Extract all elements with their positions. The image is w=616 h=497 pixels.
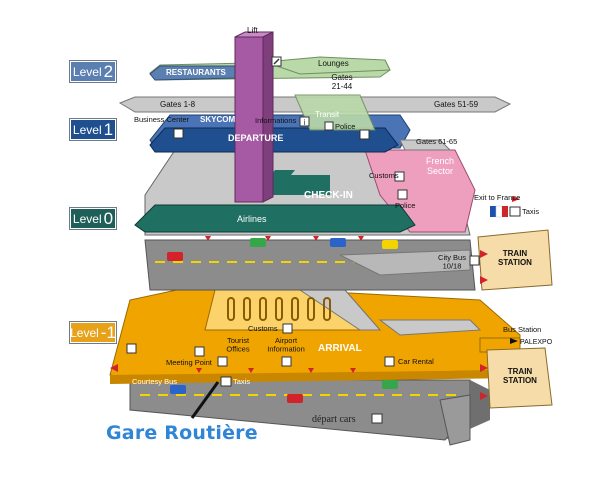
business-center-label: Business Center	[134, 115, 190, 124]
lounges-floor	[264, 56, 391, 75]
ramp-bottom	[439, 394, 471, 446]
taxi-icon	[220, 206, 521, 387]
gates-1-8-label: Gates 1-8	[160, 100, 196, 109]
check-in-label: CHECK-IN	[304, 190, 353, 201]
gates-51-59-label: Gates 51-59	[434, 100, 479, 109]
french-flag-icon	[490, 205, 508, 218]
arrival-label: ARRIVAL	[318, 343, 362, 354]
level-number: 2	[103, 61, 114, 81]
level-word: Level	[72, 64, 102, 79]
meeting-point-label: Meeting Point	[166, 358, 213, 367]
police-label-level0: Police	[395, 201, 415, 210]
exit-to-france-label: Exit to France	[474, 193, 520, 202]
gates-61-65-corridor	[399, 139, 452, 151]
airlines-label: Airlines	[237, 214, 267, 224]
customs-icon	[282, 171, 408, 334]
gare-routiere-label: Gare Routière	[106, 422, 258, 444]
arrow-icon	[110, 236, 488, 400]
restaurants-label: RESTAURANTS	[166, 68, 227, 77]
french-sector	[364, 149, 476, 233]
level-word: Level	[72, 211, 102, 226]
arrival-grey-area	[378, 319, 482, 336]
arrow-icon	[512, 196, 520, 202]
transit-label: Transit	[315, 110, 340, 119]
bus-icon	[371, 255, 480, 424]
lounges-label: Lounges	[318, 59, 349, 68]
lift-side	[262, 31, 274, 203]
bottom-road-side	[445, 380, 490, 440]
courtesy-bus-label: Courtesy Bus	[132, 377, 177, 386]
level-word: Level	[70, 325, 99, 340]
lounge-icon	[271, 56, 282, 67]
departure-label: DEPARTURE	[228, 133, 283, 143]
airlines-bar	[134, 204, 416, 233]
meeting-point-icon	[126, 343, 292, 367]
car-rental-icon	[384, 356, 395, 367]
police-label-level1: Police	[335, 122, 355, 131]
gates-61-65-label: Gates 61-65	[416, 137, 457, 146]
arrow-icon	[510, 338, 518, 344]
car-rental-label: Car Rental	[398, 357, 434, 366]
lift-label: Lift	[247, 26, 258, 35]
customs-label-arrival: Customs	[248, 324, 278, 333]
level-number: -1	[100, 322, 116, 342]
arrival-floor-edge	[110, 370, 520, 384]
baggage-carousels	[227, 297, 331, 321]
informations-label: Informations	[255, 116, 297, 125]
lift-icon	[173, 128, 370, 140]
info-icon: i	[299, 116, 310, 127]
departure-bar	[149, 127, 399, 153]
skycom-label: SKYCOM	[200, 115, 235, 124]
police-icon	[324, 121, 334, 131]
level-minus1-badge[interactable]: Level-1	[70, 322, 116, 343]
svg-text:i: i	[304, 118, 306, 127]
road-ramp	[339, 249, 471, 276]
taxis-label-arrival: Taxis	[233, 377, 250, 386]
level-number: 0	[103, 208, 114, 228]
taxis-label-level0: Taxis	[522, 207, 539, 216]
car-icon	[167, 238, 398, 403]
train-station-upper	[477, 229, 553, 291]
level-number: 1	[103, 119, 114, 139]
train-station-lower	[486, 347, 553, 409]
bus-station-label: Bus Station	[503, 325, 541, 334]
customs-label-level0: Customs	[369, 171, 399, 180]
gare-pointer-line	[190, 381, 220, 419]
depart-cars-label: départ cars	[312, 414, 356, 425]
palexpo-label: PALEXPO	[520, 339, 553, 346]
level-word: Level	[72, 122, 102, 137]
